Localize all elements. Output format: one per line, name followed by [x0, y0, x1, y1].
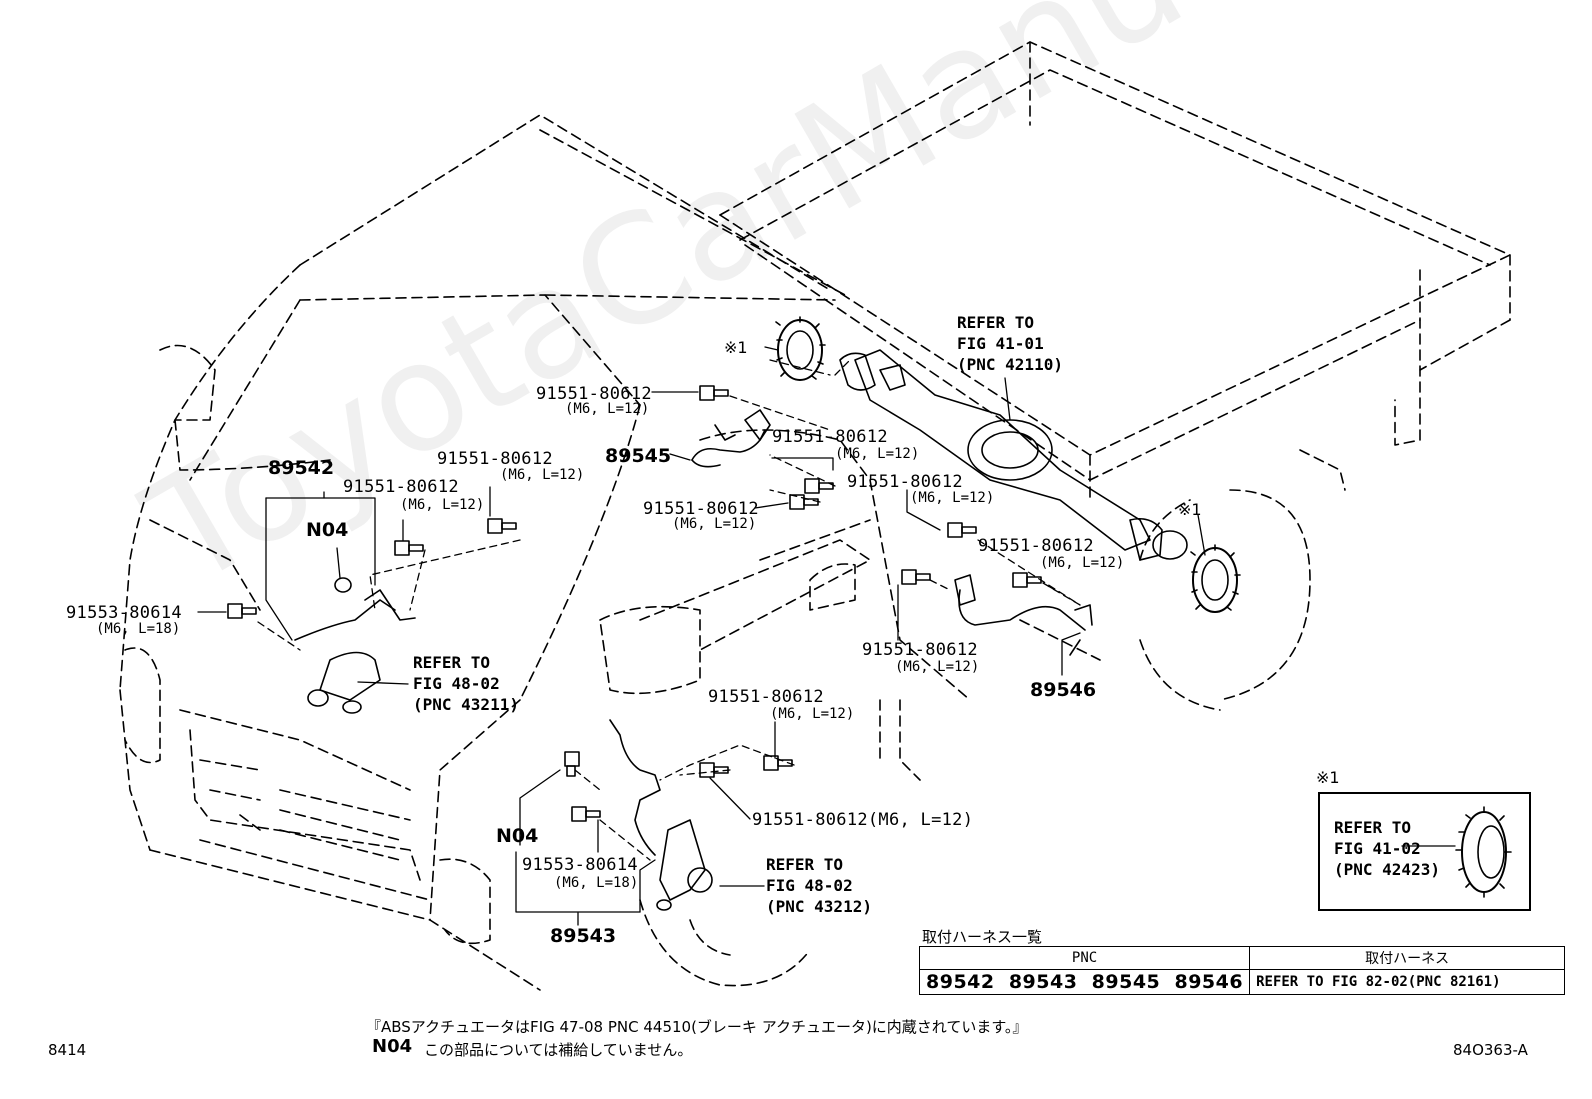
- note-mark-1-rear: ※1: [1178, 500, 1202, 519]
- bolt-spec: (M6, L=12): [565, 401, 650, 417]
- bolt-spec: (M6, L=12): [895, 659, 980, 675]
- bolt-label[interactable]: 91553-80614: [66, 603, 182, 623]
- bolt-label[interactable]: 91551-80612: [437, 449, 553, 469]
- part-label-89543[interactable]: 89543: [550, 925, 617, 947]
- harness-table: PNC 取付ハーネス 89542 89543 89545 89546 REFER…: [918, 946, 1566, 995]
- sensor-89546: [954, 574, 1093, 656]
- harness-table-title: 取付ハーネス一覧: [922, 928, 1043, 946]
- part-label-89545[interactable]: 89545: [605, 445, 672, 467]
- n04-code: N04: [372, 1036, 413, 1057]
- part-label-89546[interactable]: 89546: [1030, 679, 1097, 701]
- front-wheel-outline: [639, 899, 811, 987]
- bolt-label[interactable]: 91551-80612: [536, 384, 652, 404]
- table-cell-pnc: 89542 89543 89545 89546: [918, 969, 1251, 995]
- ref-fig-41-01[interactable]: REFER TO FIG 41-01 (PNC 42110): [957, 313, 1063, 374]
- table-header-pnc: PNC: [918, 946, 1251, 970]
- rear-axle-housing: [839, 349, 1188, 561]
- inset-mark: ※1: [1316, 768, 1340, 787]
- truck-bed-outline: [719, 41, 1511, 711]
- part-label-89542[interactable]: 89542: [268, 457, 335, 479]
- bolt-spec: (M6, L=12): [672, 516, 757, 532]
- sensor-89545: [691, 409, 771, 468]
- bolt-spec: (M6, L=12): [1040, 555, 1125, 571]
- n04-note: この部品については補給していません。: [424, 1041, 693, 1059]
- leader-lines: [197, 346, 1456, 926]
- bolt-label[interactable]: 91551-80612: [708, 687, 824, 707]
- sensor-89543: [609, 719, 713, 911]
- abs-actuator-note: 『ABSアクチュエータはFIG 47-08 PNC 44510(ブレーキ アクチ…: [366, 1018, 1028, 1036]
- inset-box: [1318, 792, 1531, 911]
- bolt-label[interactable]: 91551-80612: [978, 536, 1094, 556]
- bolt-label[interactable]: 91551-80612: [847, 472, 963, 492]
- bolt-spec: (M6, L=12): [910, 490, 995, 506]
- bolt-label[interactable]: 91551-80612: [772, 427, 888, 447]
- bolt-spec: (M6, L=12): [835, 446, 920, 462]
- assembly-lines: [257, 359, 1081, 861]
- bolts: [227, 385, 1042, 822]
- inset-gear-icon: [1455, 806, 1512, 898]
- page-number-left: 8414: [48, 1041, 87, 1059]
- bolt-spec: (M6, L=18): [96, 621, 181, 637]
- bolt-label[interactable]: 91553-80614: [522, 855, 638, 875]
- bolt-spec: (M6, L=12): [770, 706, 855, 722]
- table-cell-harness[interactable]: REFER TO FIG 82-02(PNC 82161): [1249, 969, 1566, 995]
- part-label-n04-lower[interactable]: N04: [496, 825, 539, 847]
- bolt-label[interactable]: 91551-80612(M6, L=12): [752, 810, 974, 830]
- ref-fig-48-02-lower[interactable]: REFER TO FIG 48-02 (PNC 43212): [766, 855, 872, 916]
- table-header-harness: 取付ハーネス: [1249, 946, 1566, 970]
- abs-rotor-front: [775, 316, 826, 381]
- cab-outline: [119, 114, 1101, 991]
- part-label-n04-front[interactable]: N04: [306, 519, 349, 541]
- bolt-label[interactable]: 91551-80612: [862, 640, 978, 660]
- bolt-label[interactable]: 91551-80612: [343, 477, 459, 497]
- bolt-spec: (M6, L=12): [500, 467, 585, 483]
- figure-id: 84O363-A: [1453, 1041, 1528, 1059]
- ref-fig-41-02[interactable]: REFER TO FIG 41-02 (PNC 42423): [1334, 818, 1440, 879]
- note-mark-1-front: ※1: [724, 338, 748, 357]
- ref-fig-48-02-front[interactable]: REFER TO FIG 48-02 (PNC 43211): [413, 653, 519, 714]
- sensor-89542: [294, 589, 416, 714]
- bolt-spec: (M6, L=12): [400, 497, 485, 513]
- abs-rotor-rear: [1190, 544, 1241, 613]
- bolt-spec: (M6, L=18): [554, 875, 639, 891]
- bolt-label[interactable]: 91551-80612: [643, 499, 759, 519]
